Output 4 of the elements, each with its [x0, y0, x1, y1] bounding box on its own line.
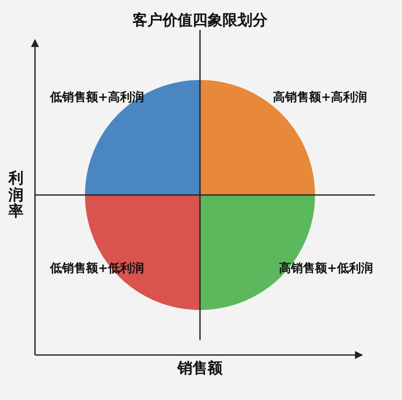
- axis-title: 利润率: [8, 170, 24, 220]
- chart-title: 客户价值四象限划分: [132, 10, 268, 30]
- quadrant-label: 高销售额+高利润: [273, 88, 368, 106]
- axis-title: 销售额: [178, 358, 222, 378]
